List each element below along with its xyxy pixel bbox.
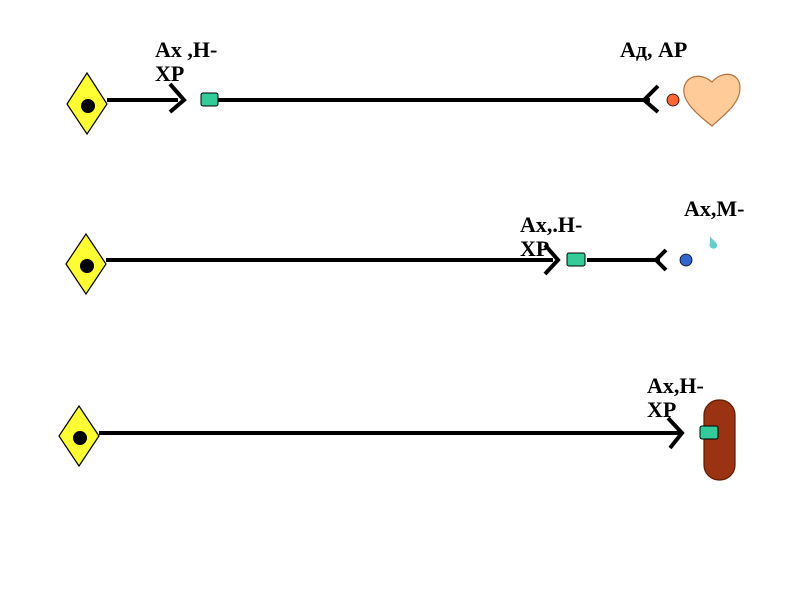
label-row1-ganglion-line2: ХР bbox=[155, 61, 185, 86]
adrenoreceptor bbox=[666, 93, 680, 107]
muscarinic-receptor bbox=[679, 253, 693, 267]
skeletal-muscle bbox=[703, 399, 736, 481]
motor-terminal bbox=[666, 416, 685, 450]
label-row1-ganglion: Ах ,Н- ХР bbox=[155, 38, 217, 86]
ganglion-receptor-1 bbox=[200, 92, 219, 107]
label-row2-ganglion-line1: Ах,.Н- bbox=[520, 212, 583, 237]
effector-terminal-1 bbox=[641, 84, 660, 114]
neuron-nucleus-1 bbox=[81, 99, 95, 113]
label-row2-effector-text: Ах,М- bbox=[684, 196, 745, 221]
heart-shape bbox=[683, 73, 741, 127]
neuron-nucleus-2 bbox=[80, 259, 94, 273]
label-row1-effector: Ад, АР bbox=[620, 38, 687, 62]
axon-terminal-1 bbox=[168, 82, 187, 114]
pathway-row-3 bbox=[58, 399, 736, 481]
pathway-row-1 bbox=[66, 71, 741, 136]
pathway-row-2 bbox=[65, 232, 718, 296]
label-row1-ganglion-line1: Ах ,Н- bbox=[155, 37, 218, 62]
nicotinic-muscle-receptor bbox=[699, 425, 719, 440]
label-row3-effector-line1: Ах,Н- bbox=[647, 373, 704, 398]
label-row2-effector: Ах,М- bbox=[684, 197, 744, 221]
neuron-nucleus-3 bbox=[73, 431, 87, 445]
axon-terminal-2 bbox=[543, 243, 561, 276]
label-row3-effector-line2: ХР bbox=[647, 397, 677, 422]
label-row1-effector-text: Ад, АР bbox=[620, 37, 688, 62]
effector-terminal-2 bbox=[653, 248, 668, 272]
label-row3-effector: Ах,Н- ХР bbox=[647, 374, 704, 422]
label-row2-ganglion: Ах,.Н- ХР bbox=[520, 213, 582, 261]
ganglion-receptor-2 bbox=[566, 252, 586, 267]
label-row2-ganglion-line2: ХР bbox=[520, 236, 550, 261]
secretion-drop bbox=[709, 236, 718, 249]
